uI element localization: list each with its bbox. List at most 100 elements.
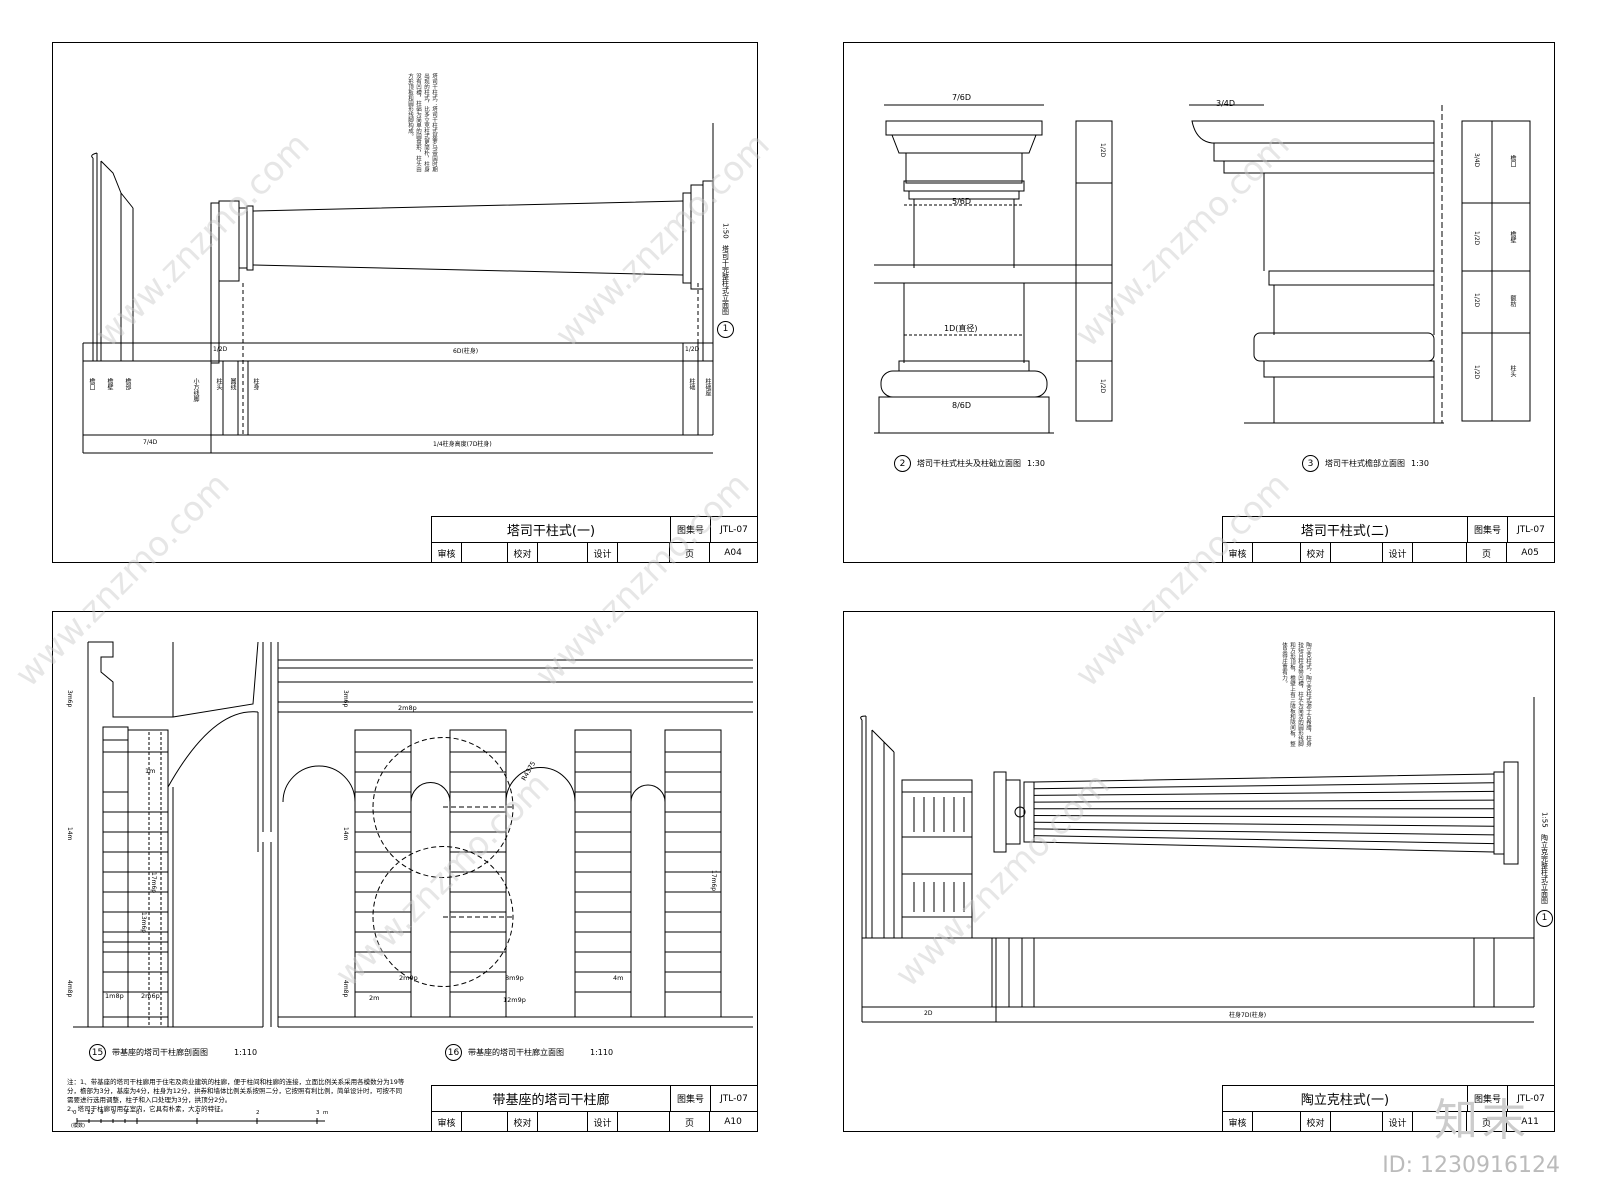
check-label: 校对 [508,543,538,563]
capital-base-drawing [874,104,1531,434]
atlas-label: 图集号 [671,1086,711,1111]
dim-4m: 4m [613,974,624,982]
scale-tick: 0 [73,1110,77,1116]
dim-8m9p: 8m9p [505,974,524,982]
figure-caption: 2 塔司干柱式柱头及柱础立面图 1:30 [894,455,1045,472]
check-label: 校对 [1301,1112,1331,1132]
scale-tick: 3 [124,1110,128,1116]
dim-14m: 14m [66,827,73,841]
description-paragraph: 陶立克柱式：陶立克柱式源于古希腊，柱身较短且柱身带凹槽，柱头为简洁的圆形线脚和方… [1281,642,1311,747]
title-block: 塔司干柱式(二) 图集号 JTL-07 审核 校对 设计 页 A05 [1222,516,1554,563]
dim-6d: 6D(柱身) [453,348,479,355]
column-elevation-drawing [82,123,714,454]
dim-3m6p: 3m6p [66,690,73,708]
design-label: 设计 [1383,1112,1413,1132]
part-label: 小方线脚 [192,378,199,402]
title-block: 陶立克柱式(一) 图集号 JTL-07 审核 校对 设计 页 A11 [1222,1085,1554,1132]
design-label: 设计 [588,1112,618,1132]
dim-2m9p: 2m9p [399,974,418,982]
dim-4m8p: 4m8p [342,980,349,998]
dim-half-d: 1/2D [1099,143,1106,158]
review-value [1253,543,1301,563]
atlas-label: 图集号 [1468,1086,1508,1111]
figure-number: 3 [1302,455,1319,472]
sheet-title: 带基座的塔司干柱廊 [432,1086,671,1111]
design-value [618,1112,670,1132]
figure-caption: 1:55 陶立克完整柱式立面图 1 [1536,812,1553,927]
dim-8-6d: 8/6D [952,401,972,410]
dim-17m6p: 17m6p [150,872,157,894]
figure-scale: 1:110 [590,1048,614,1057]
dim-1m8p: 1m8p [105,992,124,1000]
dim-3-4d: 3/4D [1216,99,1236,108]
scale-unit: (模数) [71,1123,85,1129]
colonnade-drawing [73,641,753,1028]
id-label: ID: 1230916124 [1382,1153,1560,1178]
logo: 知末 [1434,1095,1530,1146]
dim-half-d: 1/2D [1473,365,1480,380]
scale-tick: 9 [100,1110,104,1116]
figure-title: 带基座的塔司干柱廊立面图 [468,1048,564,1057]
figure-scale: 1:55 [1540,812,1549,828]
figure-number: 15 [89,1044,106,1061]
notes: 注：1、带基座的塔司干柱廊用于住宅及商业建筑的柱廊，便于柱间和柱廊的连接，立面比… [67,1078,407,1114]
page-label: 页 [670,1112,710,1132]
figure-number: 2 [894,455,911,472]
check-value [1331,1112,1383,1132]
dim-half-d-right: 1/2D [685,346,700,353]
figure-title: 带基座的塔司干柱廊剖面图 [112,1048,208,1057]
dim-7-4d: 7/4D [143,439,158,446]
title-block: 塔司干柱式(一) 图集号 JTL-07 审核 校对 设计 页 A04 [431,516,757,563]
part-label: 柱身 [252,378,259,390]
scale-tick: 0 [136,1110,140,1116]
figure-caption: 1:50 塔司干完整柱式立面图 1 [717,223,734,338]
dim-5-6d: 5/6D [952,197,972,206]
dim-half-d: 1/2D [1099,379,1106,394]
scale-tick: 2 [256,1110,260,1116]
check-value [538,543,588,563]
design-value [1413,1112,1467,1132]
dim-half-d: 1/2D [1473,293,1480,308]
page-label: 页 [1467,1112,1507,1132]
dim-1d: 1D(直径) [944,324,978,333]
part-label: 圆线 [229,378,236,390]
dim-17m6p: 17m6p [710,870,717,892]
sheet-title: 塔司干柱式(一) [432,517,671,542]
review-label: 审核 [432,543,462,563]
scale-unit-m: m [323,1110,329,1116]
figure-number: 16 [445,1044,462,1061]
design-label: 设计 [1383,543,1413,563]
figure-caption: 3 塔司干柱式檐部立面图 1:30 [1302,455,1429,472]
review-label: 审核 [432,1112,462,1132]
scale-tick: 1 [196,1110,200,1116]
dim-2m8p: 2m8p [398,704,417,712]
page-label: 页 [670,543,710,563]
sheet-a11: 2D 柱身7D(柱身) 陶立克柱式：陶立克柱式源于古希腊，柱身较短且柱身带凹槽，… [843,611,1555,1132]
part-label: 额枋 [1509,295,1516,307]
part-label: 柱础 [688,378,695,390]
sheet-a10: 3m6p 14m 4m8p 17m6p 13m6p 1m8p 2m6p 1m 3… [52,611,758,1132]
atlas-number: JTL-07 [720,1093,748,1104]
figure-scale: 1:50 [721,223,730,239]
review-label: 审核 [1223,543,1253,563]
part-label: 檐口 [88,378,95,390]
dim-2d: 2D [924,1010,933,1017]
dim-12m9p: 12m9p [503,996,526,1004]
dim-3-4d-vertical: 3/4D [1473,153,1480,168]
check-value [1331,543,1383,563]
dim-total: 1/4柱身高度(7D柱身) [433,441,492,448]
dim-half-d: 1/2D [1473,231,1480,246]
part-label: 柱础座 [704,378,711,396]
review-value [1253,1112,1301,1132]
part-label: 檐口 [1509,155,1516,167]
design-value [618,543,670,563]
check-label: 校对 [1301,543,1331,563]
scale-tick: 3 [316,1110,320,1116]
check-label: 校对 [508,1112,538,1132]
doric-column-drawing [860,697,1535,1023]
scale-tick: 12 [87,1110,94,1116]
atlas-label: 图集号 [1468,517,1508,542]
figure-title: 塔司干柱式檐部立面图 [1325,459,1405,468]
part-label: 檐壁 [1509,231,1516,243]
part-label: 柱头 [1509,365,1516,377]
